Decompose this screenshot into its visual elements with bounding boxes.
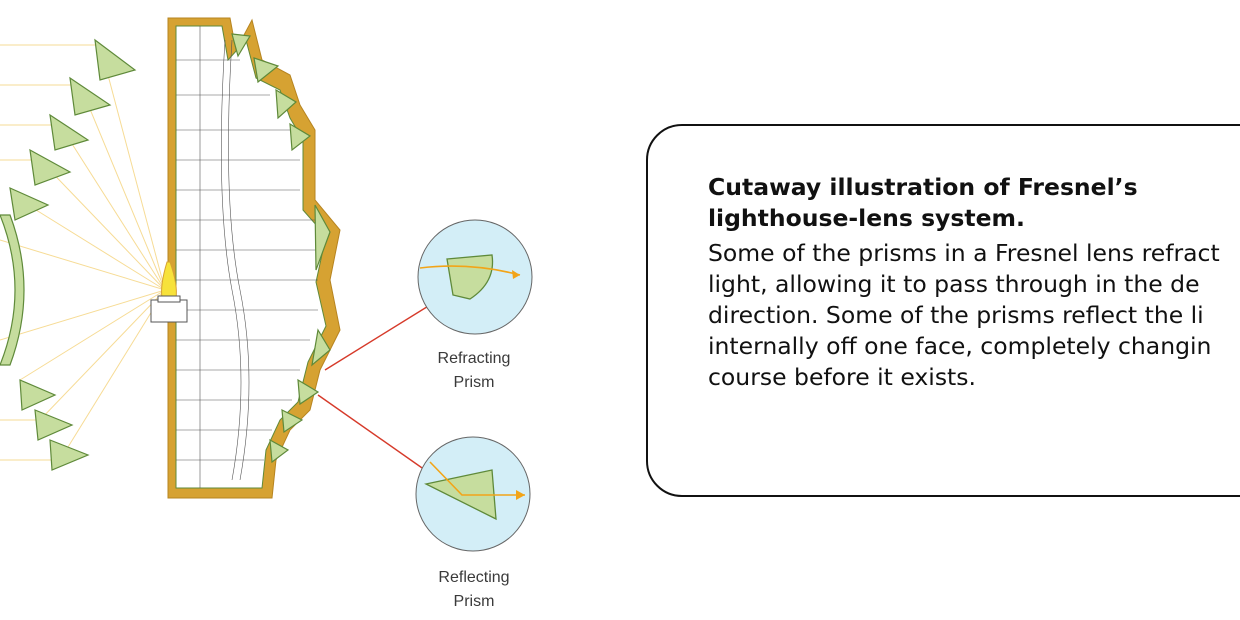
pointer-lines xyxy=(317,304,431,471)
lens-rings xyxy=(176,26,318,488)
reflecting-prism-inset xyxy=(415,436,531,552)
caption-line: internally off one face, completely chan… xyxy=(708,332,1212,360)
reflecting-prism-label: Reflecting Prism xyxy=(438,569,510,610)
left-prisms xyxy=(0,38,137,471)
lamp xyxy=(150,261,188,323)
caption-text: Cutaway illustration of Fresnel’s lighth… xyxy=(708,172,1240,393)
caption-box: Cutaway illustration of Fresnel’s lighth… xyxy=(646,124,1240,497)
caption-body: Some of the prisms in a Fresnel lens ref… xyxy=(708,238,1240,393)
caption-line: course before it exists. xyxy=(708,363,976,391)
refracting-prism-inset xyxy=(417,219,533,335)
caption-line: direction. Some of the prisms reflect th… xyxy=(708,301,1204,329)
lens-prisms xyxy=(231,33,331,464)
fresnel-lens-illustration xyxy=(0,17,533,552)
refracting-prism-label: Refracting Prism xyxy=(437,350,511,391)
caption-line: light, allowing it to pass through in th… xyxy=(708,270,1200,298)
caption-line: Some of the prisms in a Fresnel lens ref… xyxy=(708,239,1220,267)
caption-title: Cutaway illustration of Fresnel’s lighth… xyxy=(708,173,1138,232)
